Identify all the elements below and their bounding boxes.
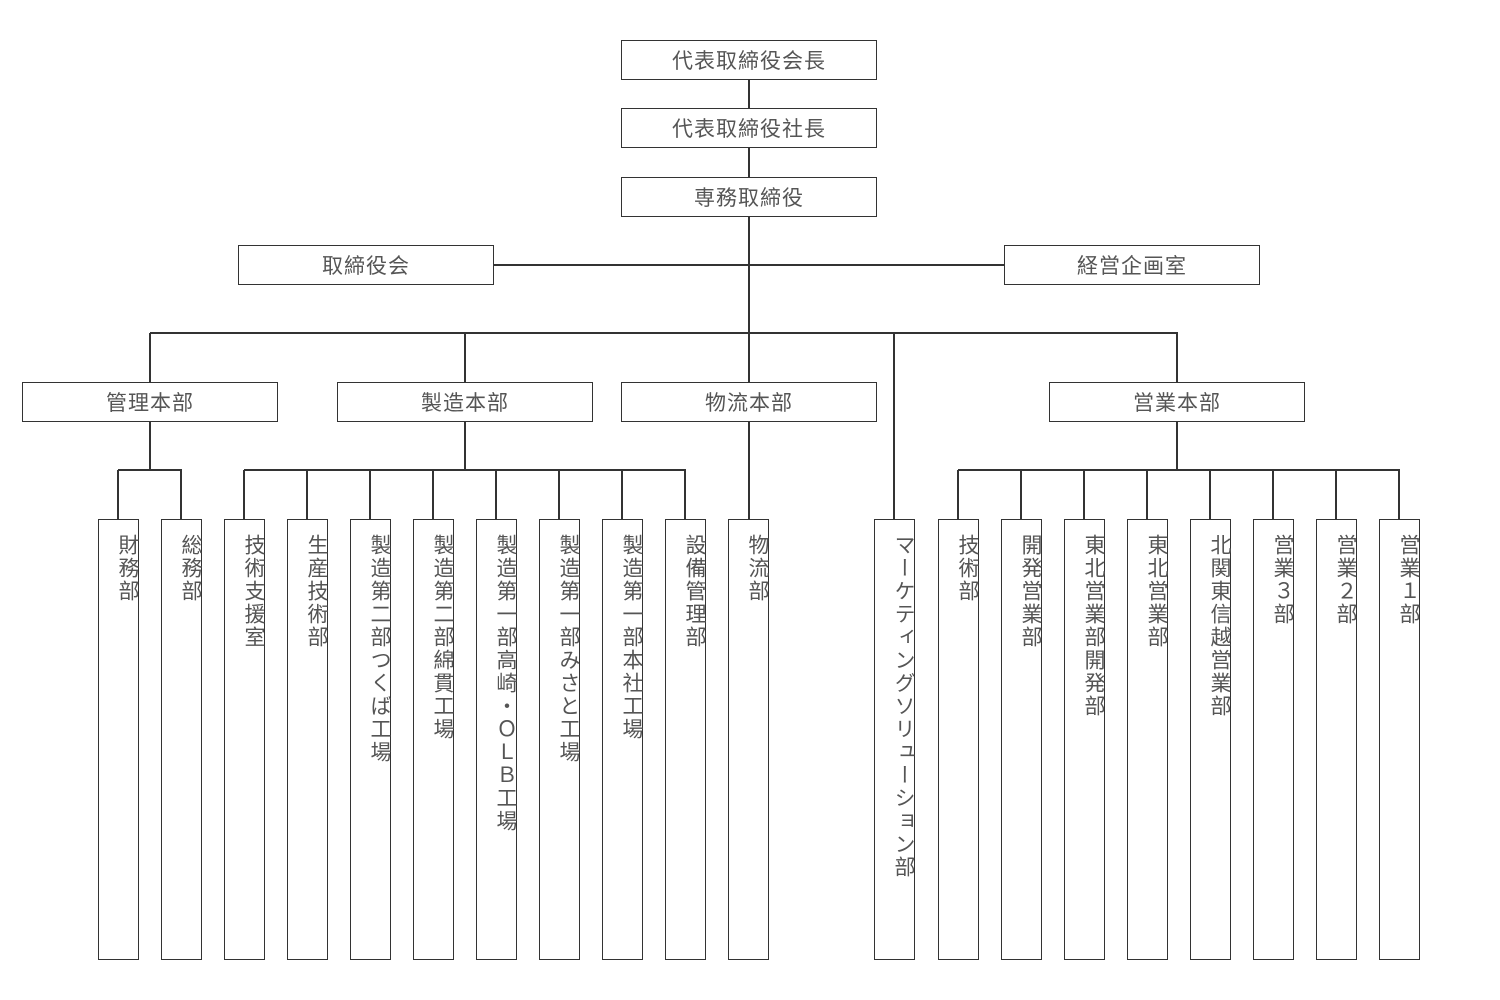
department-drop bbox=[1398, 470, 1400, 519]
box-label: 管理本部 bbox=[106, 391, 194, 415]
department-box: 生産技術部 bbox=[287, 519, 329, 960]
department-box: 開発営業部 bbox=[1001, 519, 1043, 960]
department-box: 製造第一部高崎・ＯＬＢ工場 bbox=[476, 519, 518, 960]
department-label: 製造第二部つくば工場 bbox=[368, 534, 392, 764]
box-label: 代表取締役社長 bbox=[672, 117, 826, 141]
department-drop bbox=[432, 470, 434, 519]
connector-line bbox=[748, 148, 750, 177]
department-drop bbox=[957, 470, 959, 519]
department-box: 製造第一部みさと工場 bbox=[539, 519, 581, 960]
department-box: 東北営業部開発部 bbox=[1064, 519, 1106, 960]
department-label: 技術部 bbox=[956, 534, 980, 603]
department-drop bbox=[117, 470, 119, 519]
department-drop bbox=[684, 470, 686, 519]
department-label: 生産技術部 bbox=[305, 534, 329, 649]
department-box: 総務部 bbox=[161, 519, 203, 960]
department-box: 営業１部 bbox=[1379, 519, 1421, 960]
department-drop bbox=[1335, 470, 1337, 519]
department-drop bbox=[621, 470, 623, 519]
box-senior-director: 専務取締役 bbox=[621, 177, 877, 217]
department-drop bbox=[1272, 470, 1274, 519]
department-label: 物流部 bbox=[746, 534, 770, 603]
box-label: 専務取締役 bbox=[694, 186, 804, 210]
department-box: 製造第二部綿貫工場 bbox=[413, 519, 455, 960]
department-box: 製造第二部つくば工場 bbox=[350, 519, 392, 960]
department-drop bbox=[369, 470, 371, 519]
division-drop bbox=[1176, 333, 1178, 382]
box-label: 代表取締役会長 bbox=[672, 49, 826, 73]
department-label: 営業１部 bbox=[1397, 534, 1421, 626]
box-board: 取締役会 bbox=[238, 245, 494, 285]
department-drop bbox=[1146, 470, 1148, 519]
connector-line bbox=[748, 80, 750, 108]
department-bar bbox=[118, 469, 182, 471]
side-connector bbox=[493, 264, 1005, 266]
box-label: 経営企画室 bbox=[1077, 254, 1187, 278]
department-label: 設備管理部 bbox=[683, 534, 707, 649]
department-box: マーケティングソリューション部 bbox=[874, 519, 916, 960]
department-drop bbox=[558, 470, 560, 519]
division-drop bbox=[464, 333, 466, 382]
box-label: 製造本部 bbox=[421, 391, 509, 415]
department-bar bbox=[958, 469, 1400, 471]
department-box: 技術支援室 bbox=[224, 519, 266, 960]
department-label: 製造第一部高崎・ＯＬＢ工場 bbox=[494, 534, 518, 833]
department-label: 開発営業部 bbox=[1019, 534, 1043, 649]
department-drop bbox=[495, 470, 497, 519]
division-stem bbox=[1176, 422, 1178, 470]
department-label: 製造第二部綿貫工場 bbox=[431, 534, 455, 741]
division-drop bbox=[149, 333, 151, 382]
department-box: 設備管理部 bbox=[665, 519, 707, 960]
box-label: 取締役会 bbox=[322, 254, 410, 278]
box-logistics-division: 物流本部 bbox=[621, 382, 877, 422]
box-label: 営業本部 bbox=[1133, 391, 1221, 415]
department-box: 営業２部 bbox=[1316, 519, 1358, 960]
department-label: マーケティングソリューション部 bbox=[892, 534, 916, 879]
department-box: 北関東信越営業部 bbox=[1190, 519, 1232, 960]
box-label: 物流本部 bbox=[705, 391, 793, 415]
division-stem bbox=[464, 422, 466, 470]
department-label: 製造第一部本社工場 bbox=[620, 534, 644, 741]
department-label: 財務部 bbox=[116, 534, 140, 603]
box-president: 代表取締役社長 bbox=[621, 108, 877, 148]
box-planning: 経営企画室 bbox=[1004, 245, 1260, 285]
connector-line bbox=[748, 217, 750, 333]
department-box: 東北営業部 bbox=[1127, 519, 1169, 960]
box-admin-division: 管理本部 bbox=[22, 382, 278, 422]
department-label: 総務部 bbox=[179, 534, 203, 603]
department-drop bbox=[180, 470, 182, 519]
division-drop bbox=[893, 333, 895, 519]
department-label: 東北営業部開発部 bbox=[1082, 534, 1106, 718]
department-label: 製造第一部みさと工場 bbox=[557, 534, 581, 764]
box-sales-division: 営業本部 bbox=[1049, 382, 1305, 422]
division-stem bbox=[748, 422, 750, 519]
division-drop bbox=[748, 333, 750, 382]
department-label: 技術支援室 bbox=[242, 534, 266, 649]
department-drop bbox=[1020, 470, 1022, 519]
department-box: 製造第一部本社工場 bbox=[602, 519, 644, 960]
department-label: 東北営業部 bbox=[1145, 534, 1169, 649]
department-drop bbox=[1209, 470, 1211, 519]
box-chairman: 代表取締役会長 bbox=[621, 40, 877, 80]
department-drop bbox=[243, 470, 245, 519]
department-drop bbox=[1083, 470, 1085, 519]
department-box: 技術部 bbox=[938, 519, 980, 960]
division-bar bbox=[150, 332, 1178, 334]
department-label: 北関東信越営業部 bbox=[1208, 534, 1232, 718]
department-box: 物流部 bbox=[728, 519, 770, 960]
division-stem bbox=[149, 422, 151, 470]
department-box: 営業３部 bbox=[1253, 519, 1295, 960]
box-manufacturing-division: 製造本部 bbox=[337, 382, 593, 422]
department-box: 財務部 bbox=[98, 519, 140, 960]
department-drop bbox=[306, 470, 308, 519]
department-label: 営業３部 bbox=[1271, 534, 1295, 626]
department-label: 営業２部 bbox=[1334, 534, 1358, 626]
department-bar bbox=[244, 469, 686, 471]
